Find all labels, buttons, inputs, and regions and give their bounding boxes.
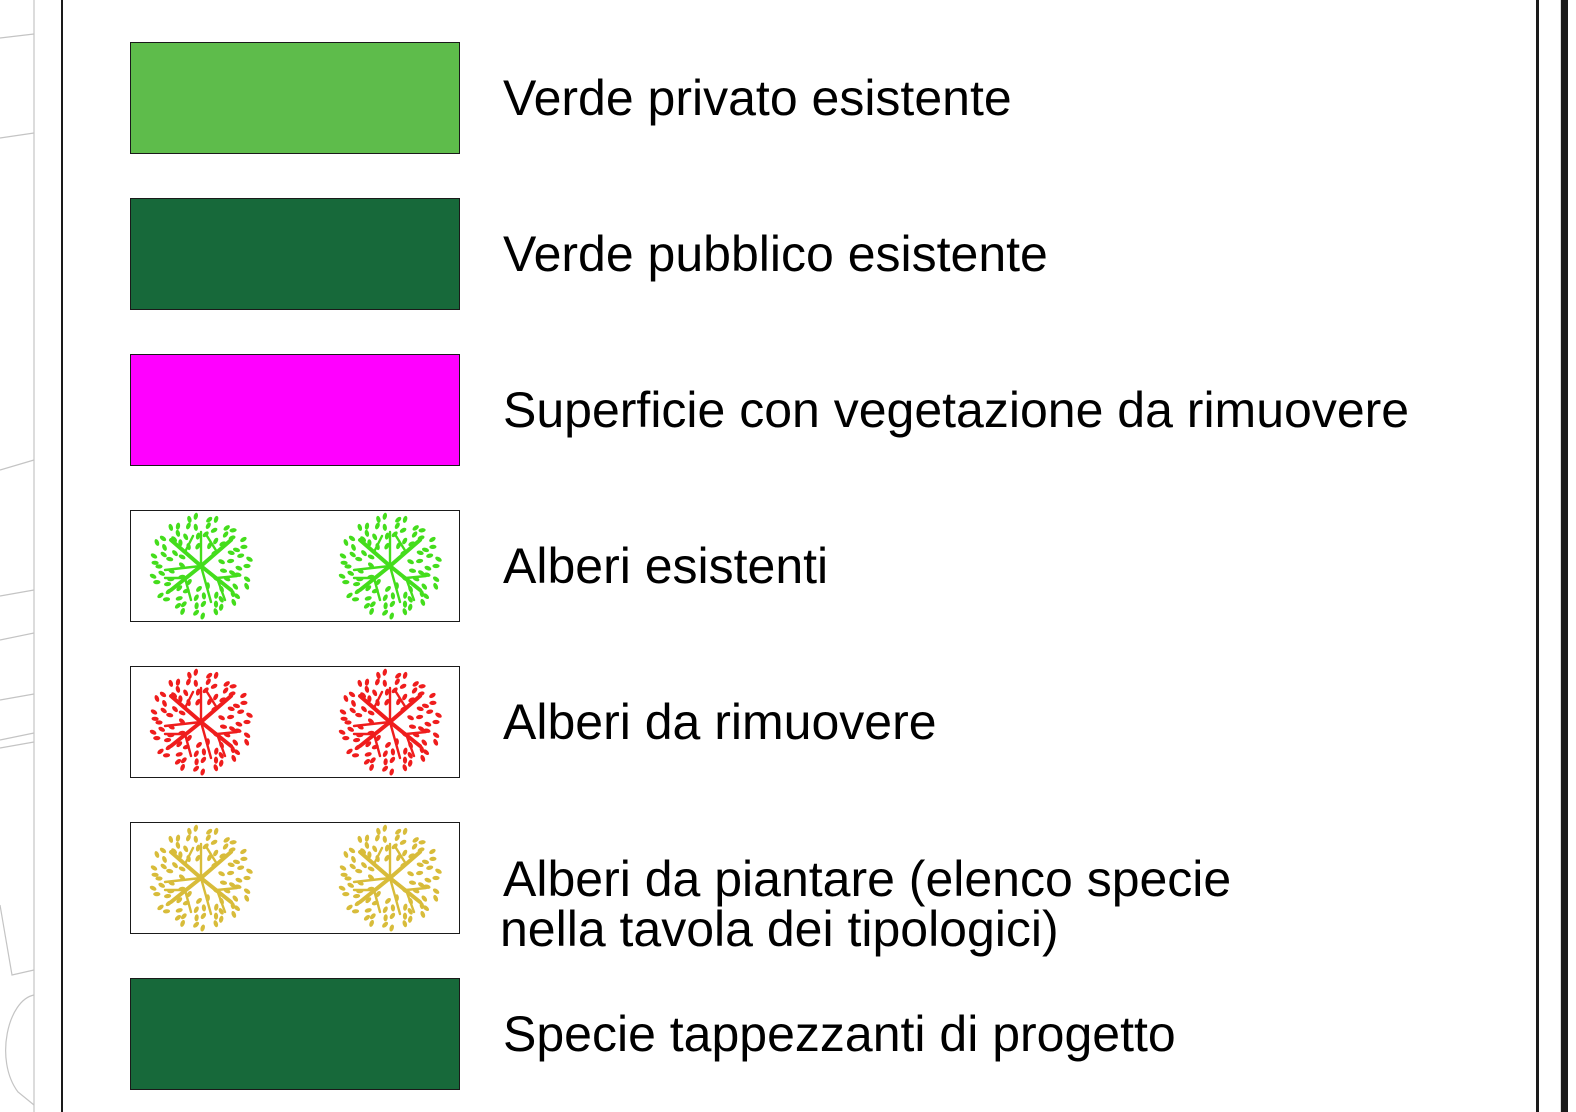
swatch-specie-tappezzanti	[130, 978, 460, 1090]
swatch-alberi-esistenti	[130, 510, 460, 622]
legend-item-specie-tappezzanti: Specie tappezzanti di progetto	[130, 978, 1550, 1090]
legend-item-superficie-rimuovere: Superficie con vegetazione da rimuovere	[130, 354, 1550, 466]
legend-label-verde-pubblico: Verde pubblico esistente	[503, 226, 1048, 282]
legend-item-verde-pubblico: Verde pubblico esistente	[130, 198, 1550, 310]
legend-label-alberi-piantare: Alberi da piantare (elenco specie nella …	[500, 851, 1232, 957]
legend-item-alberi-rimuovere: Alberi da rimuovere	[130, 666, 1550, 778]
tree-canopy-icon	[149, 512, 253, 620]
legend-label-superficie-rimuovere: Superficie con vegetazione da rimuovere	[503, 382, 1410, 438]
legend-label-alberi-rimuovere: Alberi da rimuovere	[503, 694, 937, 750]
legend-label-verde-privato: Verde privato esistente	[503, 70, 1012, 126]
tree-canopy-icon	[149, 824, 253, 932]
legend-label-line: nella tavola dei tipologici)	[500, 901, 1059, 957]
legend-label-specie-tappezzanti: Specie tappezzanti di progetto	[503, 1006, 1176, 1062]
frame-edge-right	[1561, 0, 1568, 1112]
tree-canopy-icon	[338, 668, 442, 776]
tree-canopy-icon	[149, 668, 253, 776]
swatch-verde-pubblico	[130, 198, 460, 310]
legend-label-alberi-esistenti: Alberi esistenti	[503, 538, 829, 594]
legend-item-alberi-piantare: Alberi da piantare (elenco specie nella …	[130, 822, 1550, 954]
frame-border-right	[1536, 0, 1539, 1112]
tree-canopy-icon	[338, 824, 442, 932]
frame-border-left	[61, 0, 63, 1112]
legend-item-alberi-esistenti: Alberi esistenti	[130, 510, 1550, 622]
legend-label-line: Alberi da piantare (elenco specie	[503, 851, 1232, 907]
swatch-verde-privato	[130, 42, 460, 154]
swatch-alberi-piantare	[130, 822, 460, 934]
swatch-alberi-rimuovere	[130, 666, 460, 778]
legend-item-verde-privato: Verde privato esistente	[130, 42, 1550, 154]
swatch-superficie-rimuovere	[130, 354, 460, 466]
tree-canopy-icon	[338, 512, 442, 620]
leaf-dot-icon	[131, 979, 459, 1089]
